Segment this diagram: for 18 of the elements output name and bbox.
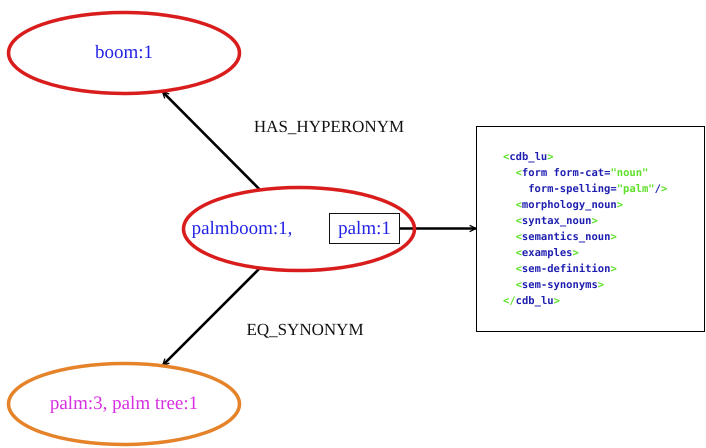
code-line: form-spelling="palm"/> bbox=[527, 182, 668, 197]
word-box: palm:1 bbox=[329, 213, 400, 244]
code-line: <form form-cat="noun" bbox=[514, 166, 650, 181]
arrow bbox=[162, 90, 261, 190]
code-line: <cdb_lu> bbox=[503, 150, 555, 165]
xml-box bbox=[476, 126, 705, 332]
node-label: palm:3, palm tree:1 bbox=[50, 393, 198, 415]
arrow bbox=[162, 268, 260, 366]
code-line: <syntax_noun> bbox=[514, 214, 599, 229]
code-line: <morphology_noun> bbox=[514, 198, 624, 213]
code-line: <sem-definition> bbox=[514, 262, 618, 277]
node-label: boom:1 bbox=[94, 42, 154, 64]
code-line: <semantics_noun> bbox=[514, 230, 618, 245]
code-line: </cdb_lu> bbox=[503, 294, 561, 309]
arrow bbox=[400, 224, 477, 232]
node-label: palmboom:1, bbox=[192, 218, 292, 240]
code-line: <sem-synonyms> bbox=[514, 278, 606, 293]
code-line: <examples> bbox=[514, 246, 580, 261]
